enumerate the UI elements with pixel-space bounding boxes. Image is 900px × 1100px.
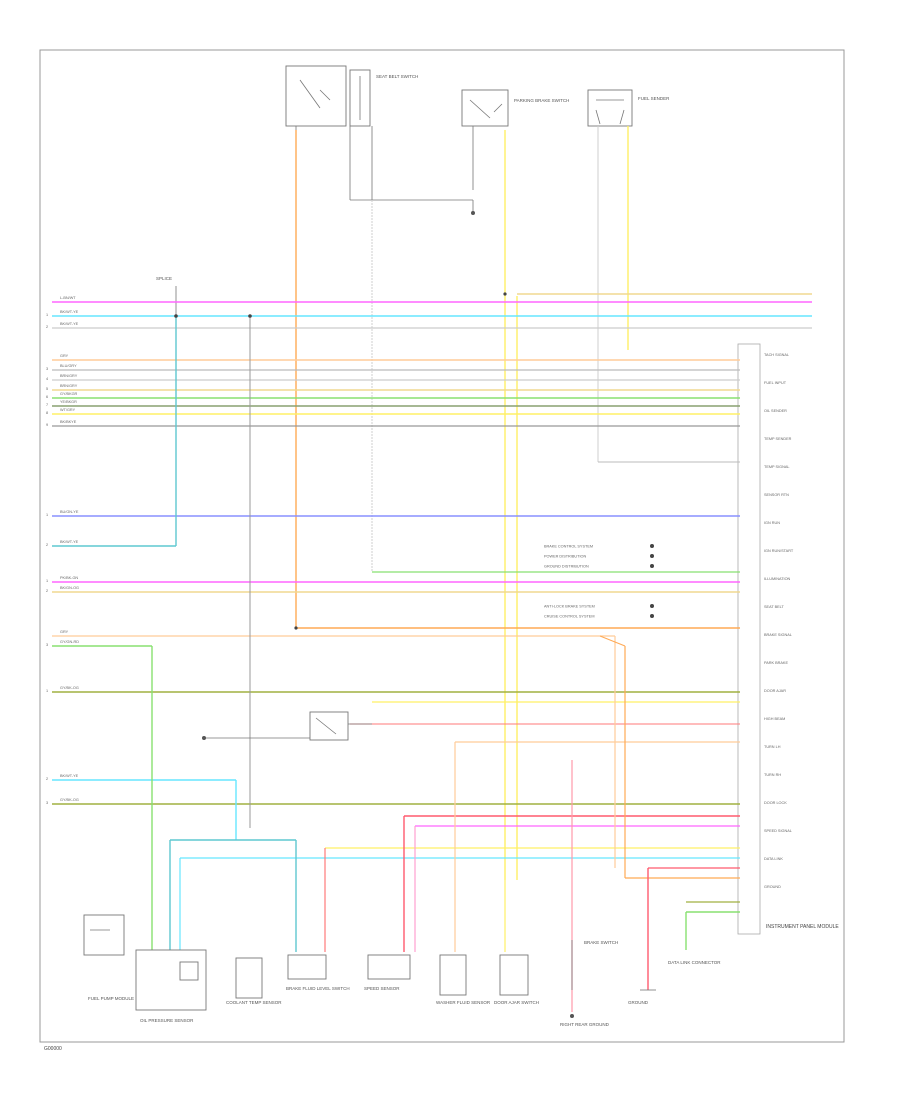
left-input-label: L-BN/WT bbox=[60, 296, 76, 300]
left-input-label: BK/BKYE bbox=[60, 420, 77, 424]
left-input-labels: L-BN/WTBK/WT-YE1BK/WT-YE2GRYBLU/GRY3BRN/… bbox=[46, 296, 79, 805]
fuel-sender-label: FUEL SENDER bbox=[638, 96, 670, 101]
splice-dots bbox=[174, 292, 654, 630]
left-input-number: 8 bbox=[46, 411, 48, 415]
right-system-label: GROUND DISTRIBUTION bbox=[544, 565, 589, 569]
parking-brake-switch: PARKING BRAKE SWITCH bbox=[461, 89, 569, 190]
seat-belt-switch-label: SEAT BELT SWITCH bbox=[376, 74, 418, 79]
ecm-pin-label: PARK BRAKE bbox=[764, 661, 788, 665]
ecm-pin-label: DOOR AJAR bbox=[764, 689, 786, 693]
left-input-number: 6 bbox=[46, 395, 48, 399]
washer-fluid-sensor-label: WASHER FLUID SENSOR bbox=[436, 1000, 491, 1005]
ecm-pin-label: SEAT BELT bbox=[764, 605, 785, 609]
brake-fluid-switch-label: BRAKE FLUID LEVEL SWITCH bbox=[286, 986, 350, 991]
ecm-pin-label: FUEL INPUT bbox=[764, 381, 787, 385]
left-input-label: WT/GRY bbox=[60, 408, 76, 412]
left-input-number: 5 bbox=[46, 387, 48, 391]
left-input-number: 2 bbox=[46, 777, 48, 781]
ecm-pin-label: SPEED SIGNAL bbox=[764, 829, 792, 833]
left-input-number: 2 bbox=[46, 543, 48, 547]
speed-sensor-label: SPEED SENSOR bbox=[364, 986, 400, 991]
ecm-pin-label: IGN RUN bbox=[764, 521, 780, 525]
left-input-number: 2 bbox=[46, 325, 48, 329]
left-input-label: BRN/GRY bbox=[60, 384, 78, 388]
brake-switch-label: BRAKE SWITCH bbox=[584, 940, 618, 945]
left-input-label: GY/BK-OG bbox=[60, 686, 79, 690]
bottom-components bbox=[83, 914, 656, 1018]
left-input-label: GRY bbox=[60, 630, 69, 634]
left-input-label: GY/GN-RD bbox=[60, 640, 79, 644]
left-input-number: 3 bbox=[46, 801, 48, 805]
left-input-label: BK/WT-YE bbox=[60, 774, 79, 778]
ecm-pin-label: GROUND bbox=[764, 885, 781, 889]
left-input-number: 4 bbox=[46, 377, 48, 381]
diagram-frame bbox=[39, 49, 845, 1043]
right-system-label: BRAKE CONTROL SYSTEM bbox=[544, 545, 593, 549]
left-input-number: 7 bbox=[46, 403, 48, 407]
ecm-pin-label: IGN RUN/START bbox=[764, 549, 794, 553]
left-input-label: GRY bbox=[60, 354, 69, 358]
left-input-label: BLU/GRY bbox=[60, 364, 77, 368]
left-input-label: BRN/GRY bbox=[60, 374, 78, 378]
ecm-pin-label: BRAKE SIGNAL bbox=[764, 633, 792, 637]
left-input-label: BK/GN-OG bbox=[60, 586, 79, 590]
ecm-pin-label: TURN RH bbox=[764, 773, 781, 777]
fuel-pump-module-label: FUEL PUMP MODULE bbox=[88, 996, 134, 1001]
left-input-label: YE/BKGR bbox=[60, 400, 77, 404]
left-input-number: 1 bbox=[46, 689, 48, 693]
ecm-pin-label: TEMP SENDER bbox=[764, 437, 792, 441]
data-link-connector-label: DATA LINK CONNECTOR bbox=[668, 960, 721, 965]
ecm-pin-label: TACH SIGNAL bbox=[764, 353, 789, 357]
ecm-pin-label: DOOR LOCK bbox=[764, 801, 787, 805]
vertical-wires bbox=[52, 316, 687, 1012]
ecm-pin-label: HIGH BEAM bbox=[764, 717, 785, 721]
ecm-pin-label: TEMP SIGNAL bbox=[764, 465, 789, 469]
coolant-temp-sensor-label: COOLANT TEMP SENSOR bbox=[226, 1000, 282, 1005]
seat-belt-switch: SEAT BELT SWITCH bbox=[285, 65, 475, 215]
ecm-connector bbox=[737, 343, 761, 935]
left-input-label: BK/WT-YE bbox=[60, 322, 79, 326]
right-system-label: POWER DISTRIBUTION bbox=[544, 555, 586, 559]
ecm-pin-labels: TACH SIGNAL FUEL INPUT OIL SENDER TEMP SEND… bbox=[764, 353, 794, 889]
right-system-labels: BRAKE CONTROL SYSTEM POWER DISTRIBUTION GR… bbox=[544, 545, 595, 619]
left-input-number: 3 bbox=[46, 367, 48, 371]
left-input-label: BU/GN-YE bbox=[60, 510, 79, 514]
right-system-label: ANTI-LOCK BRAKE SYSTEM bbox=[544, 605, 595, 609]
horizontal-wires bbox=[52, 293, 812, 913]
oil-pressure-sensor-label: OIL PRESSURE SENSOR bbox=[140, 1018, 194, 1023]
ecm-label: INSTRUMENT PANEL MODULE bbox=[766, 924, 839, 930]
left-input-label: BK/WT-YE bbox=[60, 310, 79, 314]
door-ajar-switch-label: DOOR AJAR SWITCH bbox=[494, 1000, 539, 1005]
left-input-label: GY/BKGR bbox=[60, 392, 78, 396]
right-rear-ground-label: RIGHT REAR GROUND bbox=[560, 1022, 610, 1027]
ecm-pin-label: ILLUMINATION bbox=[764, 577, 791, 581]
diagram-footer-code: G00000 bbox=[44, 1046, 62, 1052]
left-input-label: GY/BK-OG bbox=[60, 798, 79, 802]
ground-label: GROUND bbox=[628, 1000, 649, 1005]
left-input-number: 9 bbox=[46, 423, 48, 427]
brake-light-switch bbox=[202, 711, 372, 741]
left-input-number: 3 bbox=[46, 643, 48, 647]
left-input-number: 1 bbox=[46, 579, 48, 583]
parking-brake-switch-label: PARKING BRAKE SWITCH bbox=[514, 98, 569, 103]
ecm-pin-label: DATA LINK bbox=[764, 857, 783, 861]
ecm-pin-label: OIL SENDER bbox=[764, 409, 787, 413]
left-input-number: 1 bbox=[46, 513, 48, 517]
ecm-pin-label: TURN LH bbox=[764, 745, 781, 749]
ecm-pin-label: SENSOR RTN bbox=[764, 493, 789, 497]
fuel-sender: FUEL SENDER bbox=[587, 89, 670, 127]
right-system-label: CRUISE CONTROL SYSTEM bbox=[544, 615, 595, 619]
left-input-number: 1 bbox=[46, 313, 48, 317]
left-input-label: BK/WT-YE bbox=[60, 540, 79, 544]
left-input-label: PK/BK-GN bbox=[60, 576, 78, 580]
splice-label: SPLICE bbox=[156, 276, 172, 281]
left-input-number: 2 bbox=[46, 589, 48, 593]
